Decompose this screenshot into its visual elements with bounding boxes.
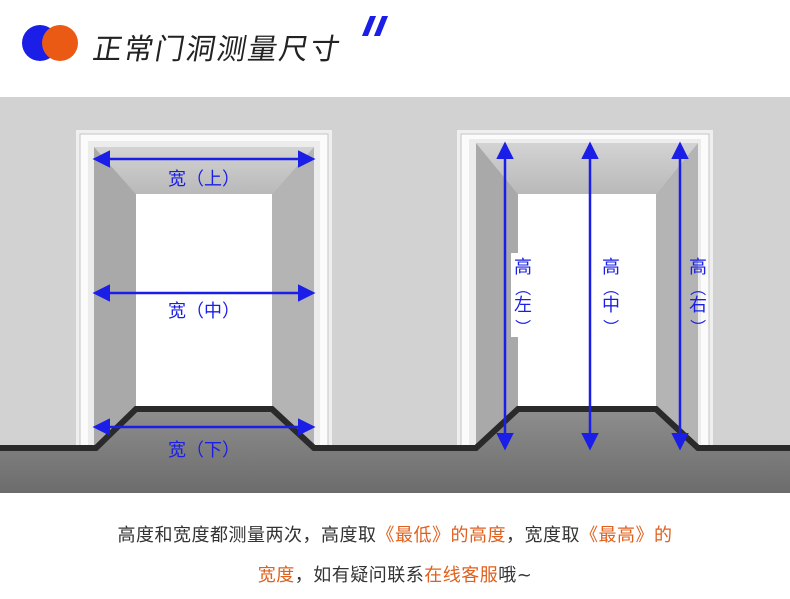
width-bottom-label: 宽（下）	[168, 440, 240, 461]
height-middle-label-side: 中	[602, 295, 620, 316]
height-left-label-side: 左	[514, 295, 532, 316]
height-right-label-side: 右	[689, 295, 707, 316]
caption-text: 哦~	[498, 565, 533, 586]
height-left-paren-close: ）	[513, 319, 532, 335]
door-measurement-diagram: 宽（上） 宽（中） 宽（下） 高 （ 左 ） 高 （ 中 ） 高 （ 右 ）	[0, 97, 790, 493]
caption-highlight-service: 在线客服	[424, 565, 499, 586]
height-middle-paren-open: （	[601, 280, 620, 296]
height-right-paren-open: （	[688, 280, 707, 296]
height-left-paren-open: （	[513, 280, 532, 296]
header: 正常门洞测量尺寸	[0, 0, 790, 97]
orange-circle-icon	[42, 25, 78, 61]
height-right-paren-close: ）	[688, 319, 707, 335]
caption-text: ，宽度取	[506, 525, 580, 546]
height-middle-label-top: 高	[602, 257, 620, 278]
right-door	[457, 130, 713, 449]
width-middle-label: 宽（中）	[168, 301, 240, 322]
caption-line-1: 高度和宽度都测量两次，高度取《最低》的高度，宽度取《最高》的	[0, 521, 790, 547]
caption-line-2: 宽度，如有疑问联系在线客服哦~	[0, 561, 790, 587]
caption-highlight-lowest: 《最低》的高度	[376, 525, 506, 546]
height-middle-paren-close: ）	[601, 319, 620, 335]
quote-mark-icon-2	[373, 16, 389, 36]
caption-highlight-width: 宽度	[257, 565, 295, 586]
page-title: 正常门洞测量尺寸	[90, 32, 345, 66]
width-top-label: 宽（上）	[168, 169, 240, 190]
caption-text: 高度和宽度都测量两次，高度取	[117, 525, 377, 546]
caption-highlight-highest: 《最高》的	[580, 525, 673, 546]
height-right-label-top: 高	[689, 257, 707, 278]
height-left-label-top: 高	[514, 257, 532, 278]
caption-text: ，如有疑问联系	[294, 565, 425, 586]
